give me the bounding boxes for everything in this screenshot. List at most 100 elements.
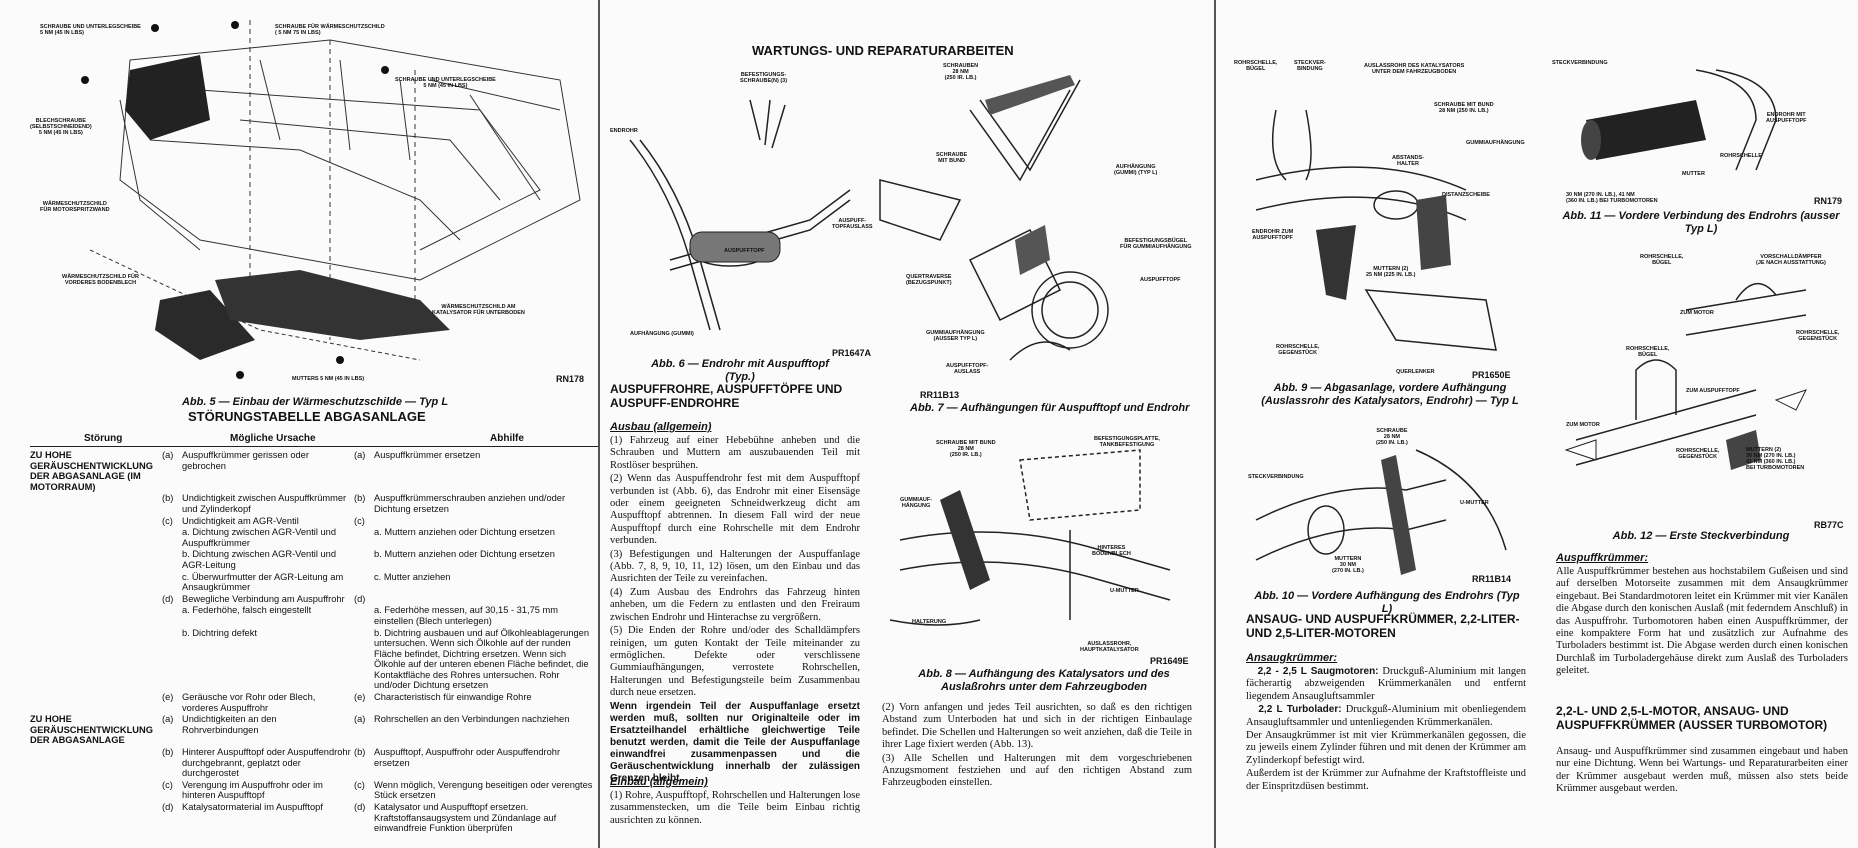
fig11-label: STECKVERBINDUNG	[1552, 60, 1608, 66]
table-cell	[30, 747, 162, 780]
fig9-label: QUERLENKER	[1396, 369, 1435, 375]
fig12-label: ZUM MOTOR	[1566, 422, 1600, 428]
einbau-text-cont: (2) Vorn anfangen und jedes Teil ausrich…	[882, 702, 1192, 789]
figure-11-drawing	[1581, 69, 1777, 171]
fig9-label: ENDROHR ZUM AUSPUFFTOPF	[1252, 229, 1294, 241]
table-row: (c) Verengung im Auspuffrohr oder im hint…	[30, 780, 598, 802]
table-cell: Undichtigkeiten an den Rohrverbindungen	[182, 714, 277, 735]
table-cell: (d)	[162, 593, 174, 604]
table-cell: b. Dichtring ausbauen und auf Ölkohleabl…	[374, 627, 590, 691]
table-cell	[30, 802, 162, 835]
table-cell: c. Überwurfmutter der AGR-Leitung am Ans…	[182, 571, 344, 593]
table-cell: (c)	[354, 779, 365, 790]
table-row: b. Dichtung zwischen AGR-Ventil und AGR-…	[30, 549, 598, 571]
table-cell: Katalysatormaterial im Auspufftopf	[182, 802, 323, 812]
table-cell: b. Dichtung zwischen AGR-Ventil und AGR-…	[182, 549, 336, 570]
table-cell: Rohrschellen an den Verbindungen nachzie…	[374, 714, 570, 725]
table-cell: Wenn möglich, Verengung beseitigen oder …	[374, 779, 593, 801]
figure-7-caption: Abb. 7 — Aufhängungen für Auspufftopf un…	[910, 402, 1190, 414]
fig12-label: ZUM MOTOR	[1680, 310, 1714, 316]
fig7-label: AUFHÄNGUNG (GUMMI) (TYP L)	[1114, 164, 1158, 176]
figure-9-ref: PR1650E	[1472, 370, 1511, 380]
einbau-text: (1) Rohre, Auspufftopf, Rohrschellen und…	[610, 790, 860, 826]
fig6-label: AUFHÄNGUNG (GUMMI)	[630, 331, 694, 337]
fig9-label: GUMMIAUFHÄNGUNG	[1466, 140, 1525, 146]
fig7-label: GUMMIAUFHÄNGUNG (AUSSER TYP L)	[926, 330, 985, 342]
section-title-manifolds-2: 2,2-L- UND 2,5-L-MOTOR, ANSAUG- UND AUSP…	[1556, 704, 1828, 732]
fig6-label: AUSPUFF- TOPFAUSLASS	[832, 218, 873, 230]
fig6-label: ENDROHR	[610, 128, 638, 134]
table-cell	[30, 780, 162, 802]
figure-6-ref: PR1647A	[832, 348, 872, 358]
page-middle: WARTUNGS- UND REPARATURARBEITEN BEFESTIG…	[600, 0, 1216, 848]
fig8-label: HINTERES BODENBLECH	[1092, 545, 1131, 557]
table-cell: Auspufftopf, Auspuffrohr oder Auspuffend…	[374, 747, 561, 768]
fig12-label: VORSCHALLDÄMPFER (JE NACH AUSSTATTUNG)	[1756, 254, 1826, 266]
table-cell: Undichtigkeit zwischen Auspuffkrümmer un…	[182, 493, 347, 514]
table-cell: (b)	[354, 493, 366, 504]
figure-6-caption: Abb. 6 — Endrohr mit Auspufftopf (Typ.)	[651, 358, 829, 383]
fig5-label: BLECHSCHRAUBE (SELBSTSCHNEIDEND) 5 Nm (4…	[30, 118, 92, 136]
fig5-label: WÄRMESCHUTZSCHILD AM KATALYSATOR FÜR UNT…	[432, 304, 525, 316]
fig9-label: AUSLASSROHR DES KATALYSATORS UNTER DEM F…	[1364, 63, 1465, 75]
fig12-label: ROHRSCHELLE, BÜGEL	[1640, 254, 1684, 266]
fig10-label: STECKVERBINDUNG	[1248, 474, 1304, 480]
table-cell: (d)	[162, 802, 174, 812]
fig7-label: SCHRAUBE MIT BUND	[936, 152, 968, 164]
fig9-label: SCHRAUBE MIT BUND 28 Nm (250 in. lb.)	[1434, 102, 1494, 114]
fig7-label: QUERTRAVERSE (BEZUGSPUNKT)	[906, 274, 952, 286]
figure-6-drawing	[629, 99, 851, 331]
fig7-label: AUSPUFFTOPF- AUSLASS	[946, 363, 989, 375]
col-header-stoerung: Störung	[84, 433, 123, 444]
table-row: (c)Undichtigkeit am AGR-Ventil(c)	[30, 516, 598, 528]
fig9-label: ABSTANDS- HALTER	[1392, 155, 1424, 167]
table-cell: (a)	[162, 714, 174, 725]
ansaug-heading: Ansaugkrümmer:	[1246, 652, 1338, 664]
manifold-text: Ansaug- und Auspuffkrümmer sind zusammen…	[1556, 746, 1848, 795]
figure-12-drawing	[1564, 283, 1807, 470]
fig8-label: HALTERUNG	[912, 619, 947, 625]
einbau-heading: Einbau (allgemein)	[610, 776, 708, 788]
figure-7-drawing	[879, 75, 1109, 361]
table-cell	[162, 549, 182, 571]
table-cell	[162, 605, 182, 627]
fig11-label: ROHRSCHELLE	[1720, 153, 1762, 159]
table-cell: Auspuffkrümmerschrauben anziehen und/ode…	[374, 493, 566, 514]
table-cell: Undichtigkeit am AGR-Ventil	[182, 515, 299, 526]
table-cell: ZU HOHE GERÄUSCHENTWICKLUNG DER ABGASANL…	[30, 714, 153, 746]
table-cell: (e)	[162, 692, 174, 703]
figure-10-caption: Abb. 10 — Vordere Aufhängung des Endrohr…	[1254, 590, 1520, 615]
table-rule	[30, 446, 598, 447]
figure-10-ref: RR11B14	[1472, 574, 1512, 584]
table-cell	[374, 516, 598, 528]
section-title: AUSPUFFROHRE, AUSPUFFTÖPFE UND AUSPUFF-E…	[610, 382, 843, 410]
fig12-label: ZUM AUSPUFFTOPF	[1686, 388, 1740, 394]
page-right: ROHRSCHELLE, BÜGEL STECKVER- BINDUNG AUS…	[1216, 0, 1858, 848]
fig10-label: MUTTERN 30 Nm (270 in. lb.)	[1332, 556, 1364, 574]
table-cell: (a)	[354, 714, 366, 725]
fig5-label: MUTTERS 5 Nm (45 IN LBS)	[292, 376, 365, 382]
fig9-label: ROHRSCHELLE, GEGENSTÜCK	[1276, 344, 1320, 356]
figure-9-drawing	[1255, 109, 1497, 351]
table-row: a. Dichtung zwischen AGR-Ventil und Ausp…	[30, 527, 598, 549]
auspuff-text: Alle Auspuffkrümmer bestehen aus hochsta…	[1556, 566, 1848, 677]
table-cell	[162, 572, 182, 594]
table-row: c. Überwurfmutter der AGR-Leitung am Ans…	[30, 572, 598, 594]
table-cell: Verengung im Auspuffrohr oder im hintere…	[182, 779, 323, 801]
table-cell: (b)	[162, 493, 174, 504]
table-cell: Hinterer Auspufftopf oder Auspuffendrohr…	[182, 747, 351, 779]
figure-5-caption: Abb. 5 — Einbau der Wärmeschutzschilde —…	[181, 396, 449, 408]
ausbau-text: (1) Fahrzeug auf einer Hebebühne anheben…	[610, 435, 860, 784]
table-cell	[354, 572, 374, 594]
fig9-label: DISTANZSCHEIBE	[1442, 192, 1490, 198]
table-cell	[374, 594, 598, 606]
fig8-label: GUMMIAUF- HÄNGUNG	[900, 497, 933, 509]
figure-5-drawing	[81, 20, 581, 379]
fig9-label: STECKVER- BINDUNG	[1294, 60, 1326, 72]
figure-8-drawing	[889, 449, 1171, 626]
figure-5-ref: RN178	[556, 374, 585, 384]
table-cell	[354, 549, 374, 571]
table-cell	[30, 628, 162, 693]
col-header-ursache: Mögliche Ursache	[230, 433, 316, 444]
table-cell: (a)	[162, 450, 174, 460]
